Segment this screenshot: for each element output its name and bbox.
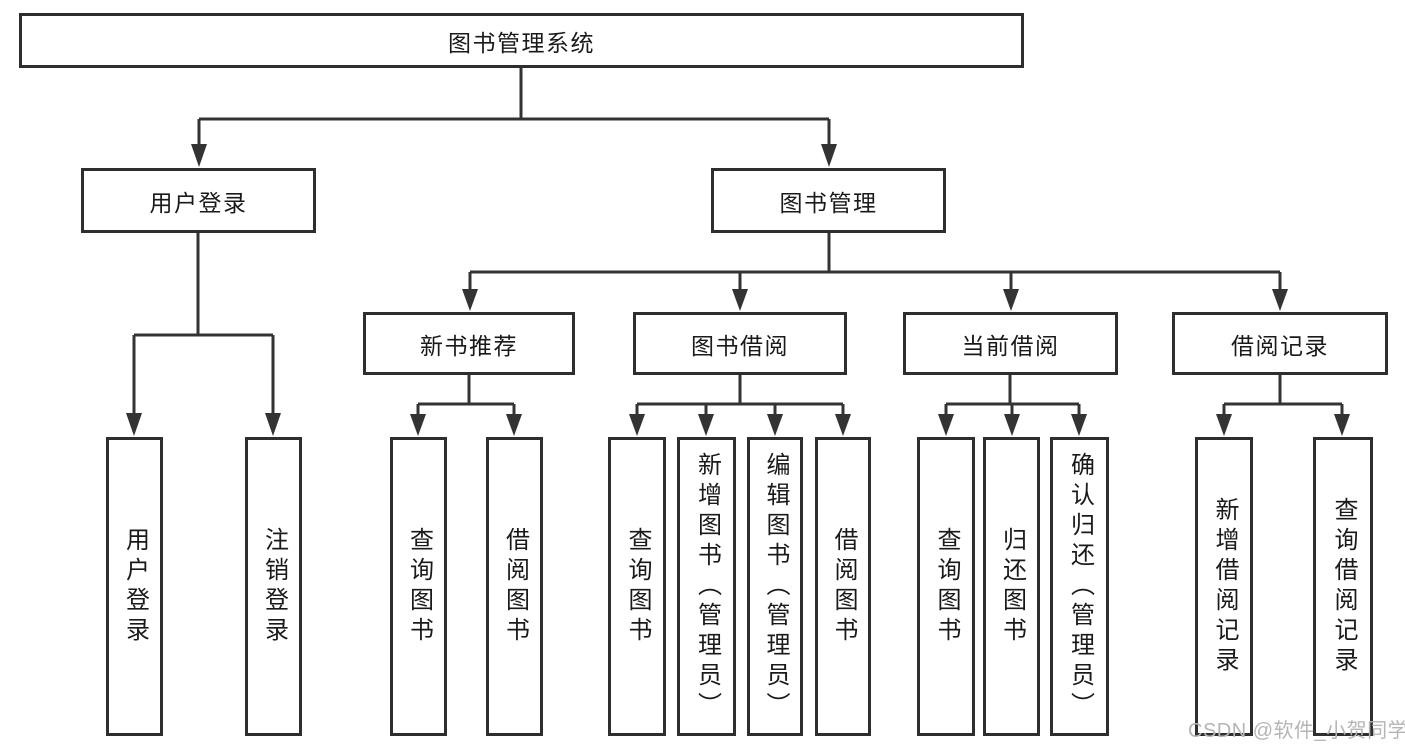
arrowhead <box>821 144 837 167</box>
leaf-edit-books-admin: 编辑图书（管理员） <box>747 437 803 736</box>
arrowhead <box>938 414 954 436</box>
node-current-borrow: 当前借阅 <box>903 312 1118 375</box>
leaf-query-books-2-label: 查询图书 <box>624 526 651 647</box>
leaf-borrow-books-1: 借阅图书 <box>486 437 543 736</box>
arrowhead <box>1272 289 1288 311</box>
leaf-edit-books-admin-label: 编辑图书（管理员） <box>762 451 789 722</box>
leaf-query-borrow-record: 查询借阅记录 <box>1313 437 1373 736</box>
node-current-borrow-label: 当前借阅 <box>961 332 1060 359</box>
arrowhead <box>629 414 645 436</box>
leaf-return-books: 归还图书 <box>983 437 1040 736</box>
leaf-query-books-2: 查询图书 <box>608 437 666 736</box>
leaf-add-borrow-record: 新增借阅记录 <box>1195 437 1253 736</box>
node-user-login-label: 用户登录 <box>149 189 248 216</box>
edge-book-borrow-to-children <box>629 375 851 436</box>
leaf-user-login-label: 用户登录 <box>121 526 149 647</box>
leaf-query-borrow-record-label: 查询借阅记录 <box>1330 496 1357 677</box>
node-book-management: 图书管理 <box>711 168 946 233</box>
arrowhead <box>410 414 426 436</box>
root-node-library-system: 图书管理系统 <box>19 13 1024 68</box>
leaf-logout: 注销登录 <box>245 437 302 736</box>
arrowhead <box>1071 414 1087 436</box>
arrowhead <box>698 414 714 436</box>
arrowhead <box>732 289 748 311</box>
edge-book-management-to-level3 <box>462 233 1288 311</box>
arrowhead <box>1216 414 1232 436</box>
arrowhead <box>1004 414 1020 436</box>
leaf-user-login: 用户登录 <box>106 437 163 736</box>
leaf-confirm-return-admin: 确认归还（管理员） <box>1050 437 1109 736</box>
node-book-borrow: 图书借阅 <box>633 312 847 375</box>
arrowhead <box>191 144 207 167</box>
edge-borrow-records-to-children <box>1216 375 1350 436</box>
leaf-add-books-admin: 新增图书（管理员） <box>677 437 736 736</box>
arrowhead <box>506 414 522 436</box>
leaf-query-books-3: 查询图书 <box>917 437 975 736</box>
arrowhead <box>1003 289 1019 311</box>
leaf-borrow-books-2: 借阅图书 <box>815 437 871 736</box>
edge-root-to-level2 <box>191 68 837 167</box>
arrowhead <box>835 414 851 436</box>
arrowhead <box>126 413 142 436</box>
leaf-return-books-label: 归还图书 <box>998 526 1026 647</box>
node-book-management-label: 图书管理 <box>779 189 878 216</box>
leaf-query-books-3-label: 查询图书 <box>933 526 960 647</box>
edge-new-book-recommend-to-children <box>410 375 522 436</box>
node-borrow-records-label: 借阅记录 <box>1231 332 1329 359</box>
leaf-add-books-admin-label: 新增图书（管理员） <box>693 451 721 722</box>
node-new-book-recommend-label: 新书推荐 <box>420 332 518 359</box>
edge-user-login-to-children <box>126 233 281 436</box>
leaf-logout-label: 注销登录 <box>260 526 288 647</box>
leaf-confirm-return-admin-label: 确认归还（管理员） <box>1066 451 1094 722</box>
leaf-query-books-1: 查询图书 <box>390 437 447 736</box>
leaf-add-borrow-record-label: 新增借阅记录 <box>1211 496 1238 677</box>
node-borrow-records: 借阅记录 <box>1172 312 1388 375</box>
root-node-label: 图书管理系统 <box>448 29 595 56</box>
leaf-borrow-books-1-label: 借阅图书 <box>501 526 529 647</box>
node-new-book-recommend: 新书推荐 <box>363 312 575 375</box>
edge-current-borrow-to-children <box>938 375 1087 436</box>
node-user-login: 用户登录 <box>81 168 316 233</box>
leaf-borrow-books-2-label: 借阅图书 <box>830 526 857 647</box>
arrowhead <box>1334 414 1350 436</box>
csdn-watermark: CSDN @软件_小贺同学 <box>1188 720 1405 742</box>
arrowhead <box>265 413 281 436</box>
leaf-query-books-1-label: 查询图书 <box>405 526 433 647</box>
arrowhead <box>462 289 478 311</box>
node-book-borrow-label: 图书借阅 <box>691 332 789 359</box>
arrowhead <box>767 414 783 436</box>
